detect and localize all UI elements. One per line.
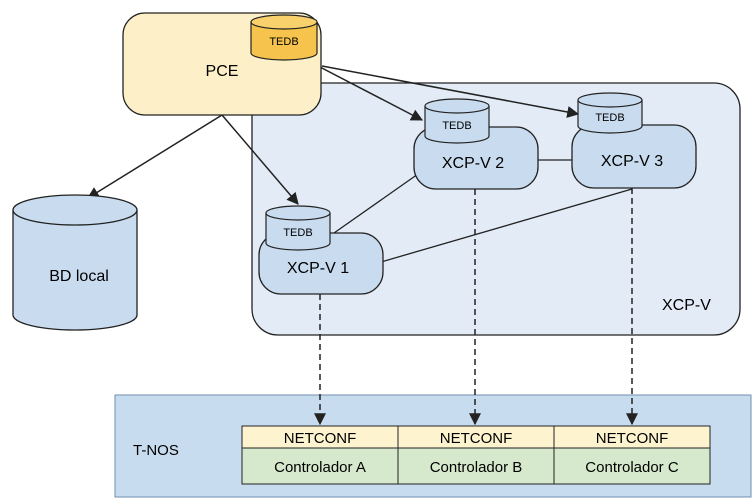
pce-tedb-label: TEDB — [269, 36, 298, 48]
pce-node: PCE TEDB — [122, 12, 322, 116]
netconf-b-label: NETCONF — [440, 430, 513, 447]
pce-label: PCE — [206, 63, 239, 80]
tnos-label: T-NOS — [133, 442, 179, 459]
controller-b-label: Controlador B — [430, 459, 523, 476]
xcpv-group-label: XCP-V — [662, 297, 711, 314]
arrow-pce-xcpv2 — [317, 65, 424, 121]
link-xcpv1-xcpv2 — [333, 173, 419, 234]
xcpv2-tedb-label: TEDB — [442, 120, 471, 132]
bd-local-label: BD local — [49, 268, 109, 285]
xcpv1-tedb-database-icon: TEDB — [265, 205, 331, 251]
controller-b: NETCONF Controlador B — [397, 425, 555, 485]
xcpv2-label: XCP-V 2 — [442, 155, 504, 172]
bd-local-database: BD local — [12, 194, 138, 331]
controller-a-label: Controlador A — [274, 459, 366, 476]
xcpv1-node: XCP-V 1 TEDB — [258, 205, 384, 295]
netconf-c-label: NETCONF — [596, 430, 669, 447]
xcpv3-tedb-database-icon: TEDB — [577, 92, 643, 134]
netconf-a-label: NETCONF — [284, 430, 357, 447]
arrow-pce-xcpv3 — [321, 65, 580, 118]
controller-a: NETCONF Controlador A — [241, 425, 399, 485]
arrow-pce-xcpv1 — [221, 114, 299, 205]
xcpv1-label: XCP-V 1 — [287, 260, 349, 277]
link-xcpv1-xcpv3 — [380, 188, 633, 263]
xcpv2-node: XCP-V 2 TEDB — [413, 98, 539, 190]
pce-tedb-database-icon: TEDB — [250, 14, 318, 61]
xcpv2-tedb-database-icon: TEDB — [424, 98, 490, 144]
xcpv3-tedb-label: TEDB — [595, 112, 624, 124]
controller-c-label: Controlador C — [585, 459, 679, 476]
xcpv1-tedb-label: TEDB — [283, 227, 312, 239]
controller-c: NETCONF Controlador C — [553, 425, 711, 485]
xcpv3-node: XCP-V 3 TEDB — [571, 92, 697, 189]
xcpv3-label: XCP-V 3 — [601, 153, 663, 170]
arrow-pce-bdlocal — [86, 114, 223, 199]
